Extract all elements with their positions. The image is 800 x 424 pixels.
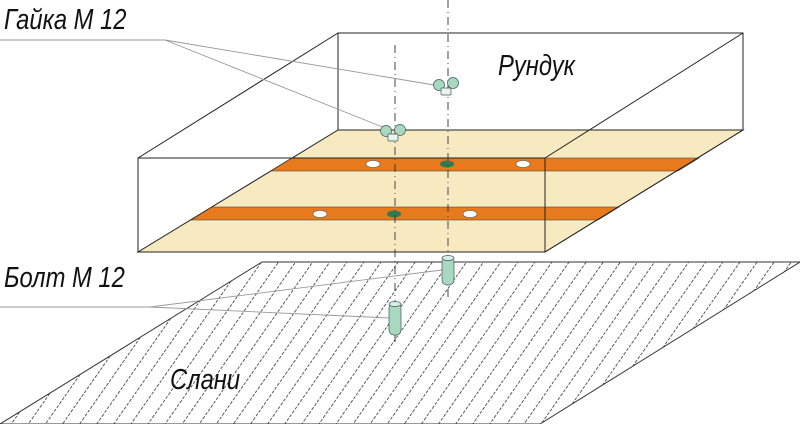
leader-lines <box>0 39 443 319</box>
hole <box>462 210 478 218</box>
label-nut: Гайка М 12 <box>4 4 127 36</box>
strip-front <box>189 206 621 221</box>
box-wireframe <box>137 32 744 253</box>
center-lines <box>394 0 449 345</box>
box-floor <box>136 129 745 253</box>
hole <box>312 210 328 218</box>
strip-back <box>269 157 701 172</box>
label-box: Рундук <box>498 50 575 82</box>
hole-bolt <box>440 160 454 168</box>
hole-bolt <box>387 210 401 218</box>
hole <box>515 160 531 168</box>
wing-nut-icon <box>433 77 459 96</box>
bolt-icon <box>388 301 402 336</box>
label-bolt: Болт М 12 <box>4 262 125 294</box>
label-floor: Слани <box>170 364 241 396</box>
wing-nut-icon <box>380 124 406 142</box>
hole <box>365 160 381 168</box>
floor-plane <box>0 261 800 424</box>
holes <box>312 160 531 218</box>
bolt-icon <box>441 255 455 286</box>
